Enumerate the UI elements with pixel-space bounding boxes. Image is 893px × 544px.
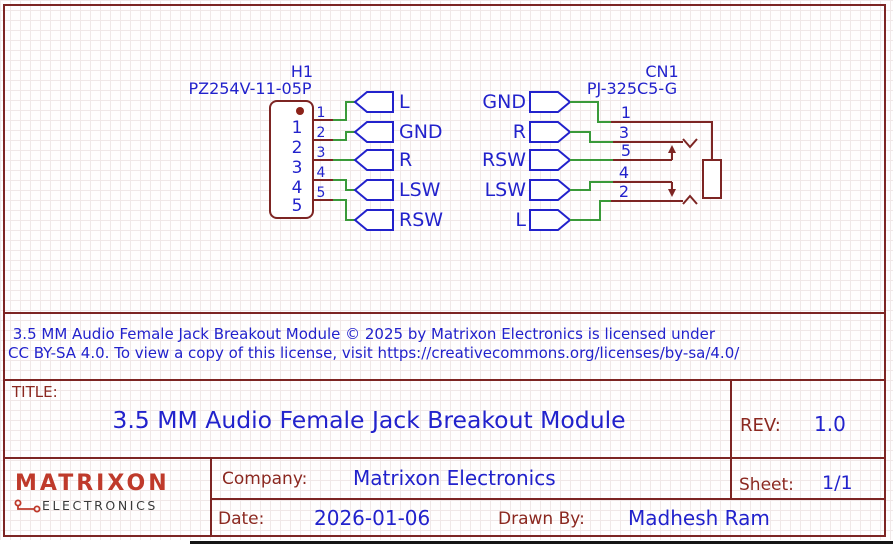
wire-gnd — [570, 101, 611, 123]
wire-r — [570, 131, 613, 143]
tip-contact-chevron — [682, 138, 698, 149]
switch-arrow-down-head — [668, 189, 676, 197]
divider-date-top — [210, 498, 886, 500]
wire-lsw — [570, 181, 613, 191]
logo-circuit-icon — [14, 499, 41, 512]
svg-text:2: 2 — [619, 182, 629, 201]
h1-part-number[interactable]: PZ254V-11-05P — [188, 79, 311, 98]
svg-text:3: 3 — [619, 123, 629, 142]
divider-title-top — [3, 379, 886, 381]
h1-net-labels[interactable]: L GND R LSW RSW — [399, 91, 443, 231]
h1-pin1-dot — [296, 107, 304, 115]
h1-pin-numbers-outside: 1 2 3 4 5 — [317, 105, 326, 201]
cn1-sleeve-rect — [702, 159, 722, 199]
rev-value: 1.0 — [814, 412, 846, 436]
sheet-border — [3, 4, 886, 537]
h1-pin-stubs — [313, 119, 333, 201]
pin1-line — [611, 121, 713, 160]
svg-text:LSW: LSW — [399, 179, 441, 201]
canvas-edge-strip — [190, 541, 893, 544]
svg-text:3: 3 — [317, 145, 326, 161]
svg-text:R: R — [399, 149, 412, 171]
svg-text:RSW: RSW — [399, 209, 443, 231]
cn1-net-flags[interactable] — [529, 91, 572, 231]
net-flag — [353, 149, 394, 171]
cn1-component[interactable]: CN1 PJ-325C5-G 1 3 — [587, 62, 722, 205]
title-label: TITLE: — [12, 383, 58, 401]
svg-text:L: L — [515, 209, 526, 231]
net-flag — [529, 149, 572, 171]
svg-text:4: 4 — [292, 178, 303, 198]
svg-text:1: 1 — [317, 105, 326, 121]
drawn-by-label: Drawn By: — [498, 509, 585, 529]
net-flag — [353, 209, 394, 231]
drawn-by-value: Madhesh Ram — [628, 506, 770, 530]
net-flag — [353, 91, 394, 113]
h1-refdes[interactable]: H1 — [291, 62, 313, 81]
svg-text:4: 4 — [619, 163, 629, 182]
logo-subtitle: ELECTRONICS — [42, 498, 158, 513]
cn1-pin-numbers: 1 3 5 4 2 — [619, 103, 631, 201]
wire-rsw — [333, 199, 355, 221]
net-flag — [529, 121, 572, 143]
h1-component[interactable]: H1 PZ254V-11-05P 1 2 3 4 5 — [188, 62, 333, 219]
company-label: Company: — [222, 469, 308, 489]
svg-text:R: R — [513, 121, 526, 143]
cn1-net-labels[interactable]: GND R RSW LSW L — [482, 91, 526, 231]
date-label: Date: — [218, 509, 265, 529]
svg-text:L: L — [399, 91, 410, 113]
date-value: 2026-01-06 — [314, 506, 431, 530]
h1-wires[interactable] — [333, 101, 355, 221]
sheet-number-value: 1/1 — [822, 472, 853, 494]
sheet-title: 3.5 MM Audio Female Jack Breakout Module — [112, 406, 626, 434]
svg-text:RSW: RSW — [482, 149, 526, 171]
cn1-wires[interactable] — [570, 101, 613, 221]
divider-license-top — [3, 312, 886, 314]
svg-text:5: 5 — [317, 185, 326, 201]
h1-net-flags[interactable] — [353, 91, 394, 231]
license-line-2: CC BY-SA 4.0. To view a copy of this lic… — [8, 344, 740, 362]
svg-text:GND: GND — [399, 121, 443, 143]
svg-text:1: 1 — [621, 103, 631, 122]
net-flag — [353, 121, 394, 143]
wire-l — [570, 200, 611, 221]
svg-text:3: 3 — [292, 158, 303, 178]
net-flag — [353, 179, 394, 201]
sheet-number-label: Sheet: — [739, 475, 794, 495]
divider-rev-left — [730, 379, 732, 498]
svg-text:5: 5 — [292, 196, 303, 216]
company-value: Matrixon Electronics — [353, 466, 556, 490]
switch-arrow-up-head — [668, 145, 676, 153]
rev-label: REV: — [740, 415, 781, 436]
cn1-symbol-lines — [611, 121, 713, 205]
svg-text:5: 5 — [621, 141, 631, 160]
wire-lsw — [333, 179, 355, 191]
wire-gnd — [333, 131, 355, 141]
cn1-part-number[interactable]: PJ-325C5-G — [587, 79, 677, 98]
divider-logo-right — [210, 457, 212, 537]
svg-text:1: 1 — [292, 118, 303, 138]
ring-contact-chevron — [682, 194, 698, 205]
svg-text:LSW: LSW — [485, 179, 527, 201]
wire-l — [333, 101, 355, 121]
svg-text:2: 2 — [317, 125, 326, 141]
net-flag — [529, 91, 572, 113]
logo-wordmark: MATRIXON — [15, 471, 170, 496]
net-flag — [529, 209, 572, 231]
license-text: 3.5 MM Audio Female Jack Breakout Module… — [8, 325, 888, 363]
svg-text:4: 4 — [317, 165, 326, 181]
divider-company-top — [3, 457, 886, 459]
license-line-1: 3.5 MM Audio Female Jack Breakout Module… — [8, 325, 716, 343]
cn1-refdes[interactable]: CN1 — [645, 62, 678, 81]
h1-pin-numbers-inside: 1 2 3 4 5 — [292, 118, 303, 216]
schematic-canvas: H1 PZ254V-11-05P 1 2 3 4 5 — [188, 62, 722, 231]
svg-text:2: 2 — [292, 138, 303, 158]
svg-text:GND: GND — [482, 91, 526, 113]
net-flag — [529, 179, 572, 201]
